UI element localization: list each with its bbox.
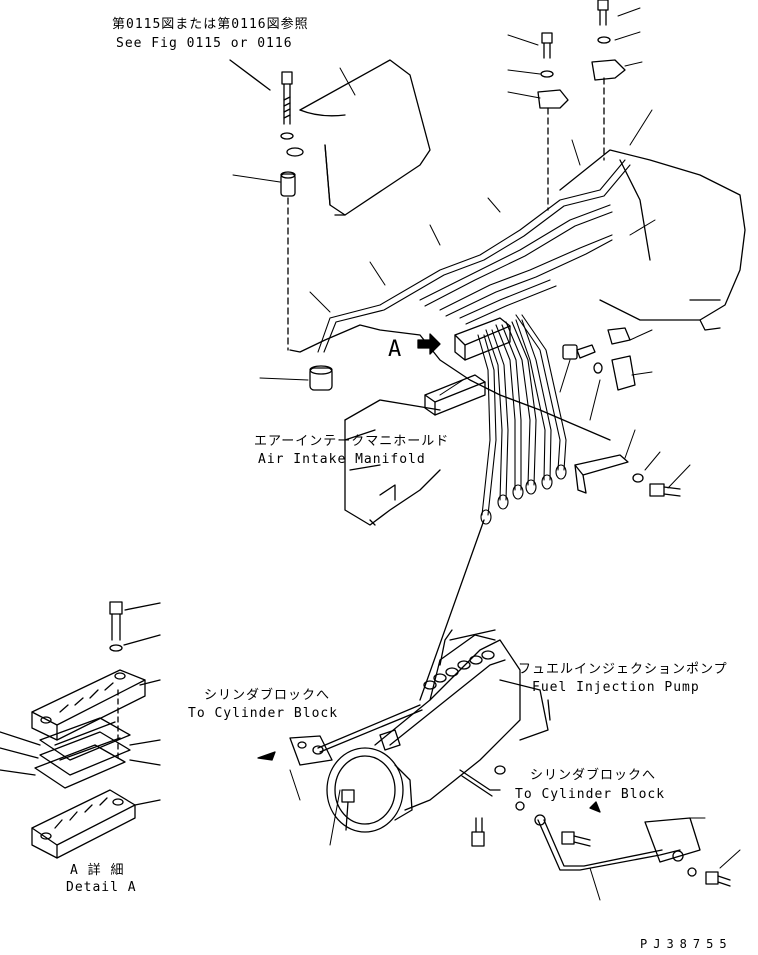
view-marker-a: A xyxy=(388,337,403,362)
pump-label-jp: フュエルインジェクションポンプ xyxy=(518,662,728,677)
cylinder-block-right-jp: シリンダブロックへ xyxy=(530,768,657,783)
manifold-label-jp: エアーインテークマニホールド xyxy=(254,434,450,449)
cylinder-block-left-en: To Cylinder Block xyxy=(188,706,339,721)
detail-a-label-jp: A 詳 細 xyxy=(70,863,125,878)
spacer xyxy=(309,365,333,391)
pipe-to-cylinder-block-right xyxy=(341,765,731,887)
view-arrow-icon xyxy=(417,333,441,355)
detail-a-clamp xyxy=(0,601,161,859)
clamp-hardware-middle xyxy=(562,327,681,497)
engine-block xyxy=(559,149,746,331)
long-bolt-stack xyxy=(229,59,296,351)
air-intake-manifold xyxy=(289,324,611,526)
reference-note-en: See Fig 0115 or 0116 xyxy=(116,36,293,51)
cover-plate xyxy=(286,59,431,216)
reference-note-jp: 第0115図または第0116図参照 xyxy=(112,17,309,32)
cylinder-block-right-en: To Cylinder Block xyxy=(515,787,666,802)
pipe-to-cylinder-block-left xyxy=(289,629,496,766)
detail-a-label-en: Detail A xyxy=(66,880,137,895)
cylinder-block-left-jp: シリンダブロックへ xyxy=(204,688,331,703)
direction-arrows xyxy=(257,751,601,813)
fuel-injection-pump xyxy=(326,629,551,833)
callout-leaders xyxy=(232,7,741,901)
manifold-label-en: Air Intake Manifold xyxy=(258,452,426,467)
connector-leader xyxy=(419,519,485,701)
line-clamp-block xyxy=(424,317,511,416)
injection-lines xyxy=(317,159,631,525)
drawing-number: PJ38755 xyxy=(640,937,733,951)
clamp-hardware-top xyxy=(537,0,626,211)
pump-label-en: Fuel Injection Pump xyxy=(532,680,700,695)
